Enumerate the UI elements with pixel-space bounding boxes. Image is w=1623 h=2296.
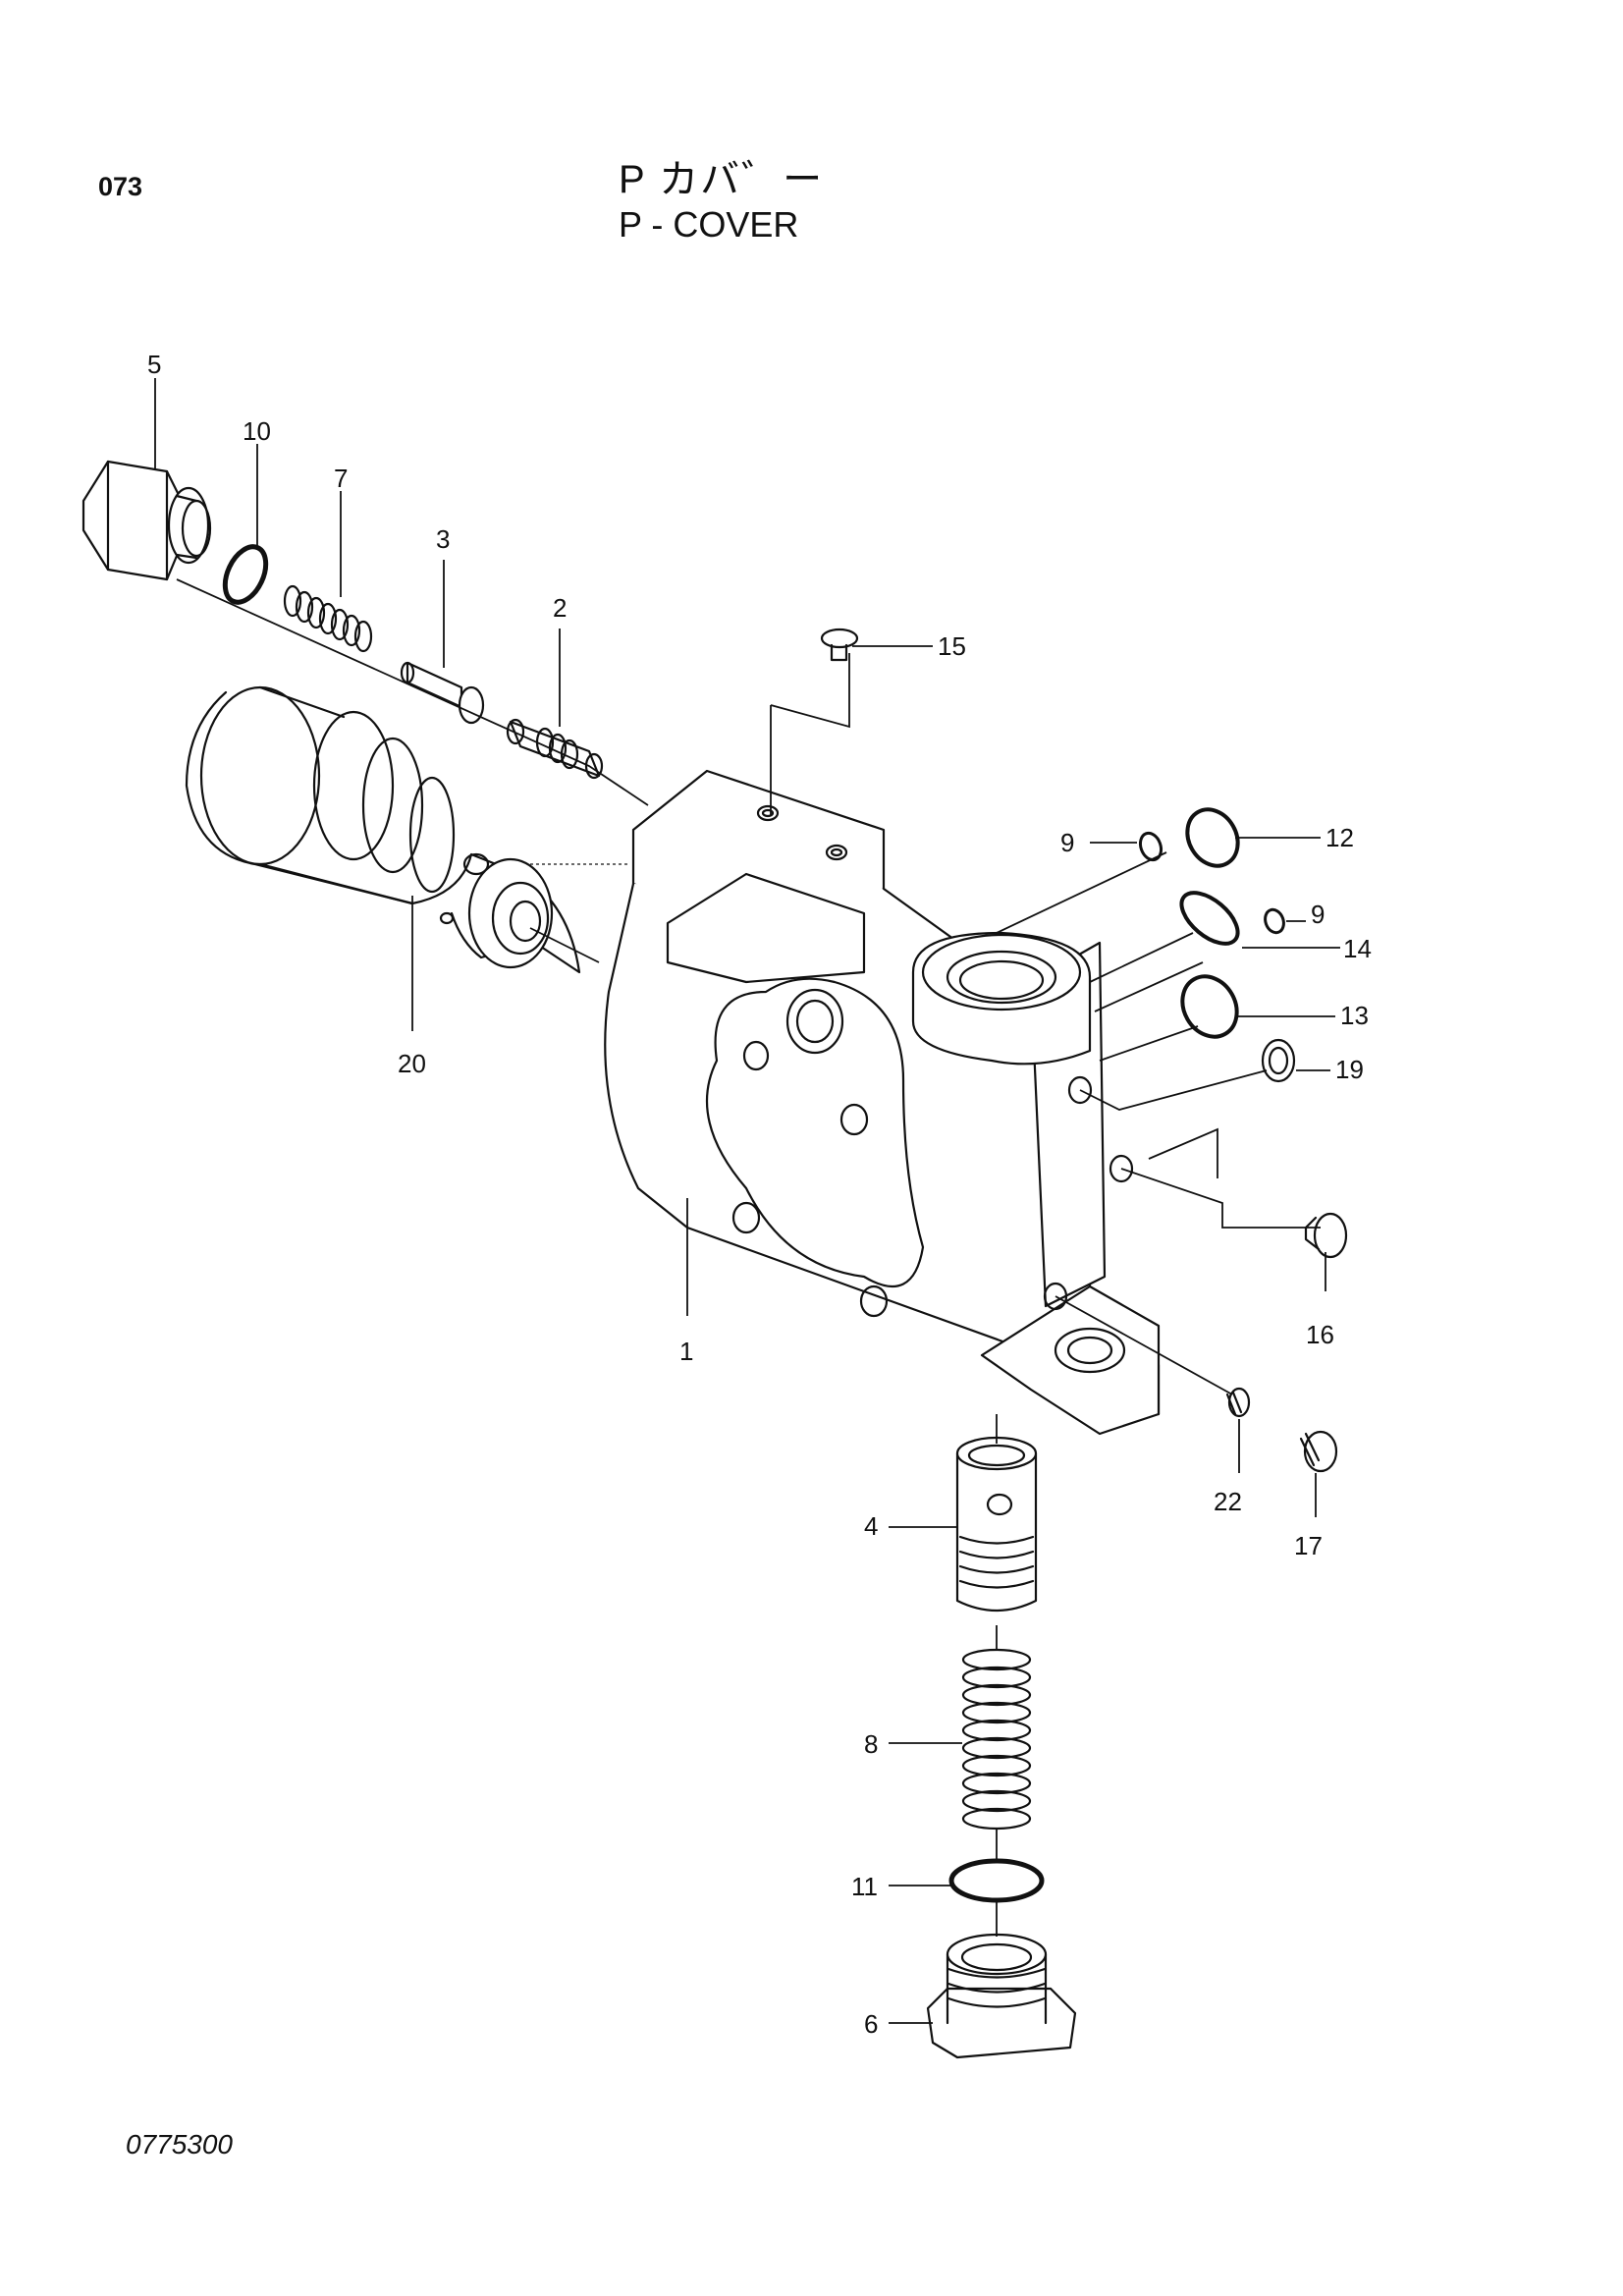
callout-11: 11 xyxy=(851,1872,878,1901)
spring-part-8 xyxy=(961,1648,1032,1831)
callout-8: 8 xyxy=(864,1729,878,1759)
plug-part-5 xyxy=(81,460,212,581)
drawing-number: 0775300 xyxy=(126,2129,234,2159)
leader-lines xyxy=(154,378,1340,2024)
callout-14: 14 xyxy=(1343,934,1372,963)
callout-9-lower: 9 xyxy=(1311,900,1325,929)
callout-13: 13 xyxy=(1340,1001,1369,1030)
poppet-part-2 xyxy=(506,718,604,780)
plug-part-6 xyxy=(926,1933,1077,2059)
callout-5: 5 xyxy=(147,350,161,379)
o-ring-part-14 xyxy=(1179,891,1240,946)
callout-10: 10 xyxy=(243,416,271,446)
callout-9-upper: 9 xyxy=(1060,828,1074,857)
spring-part-7 xyxy=(283,584,373,653)
sleeve-part-4 xyxy=(955,1436,1038,1613)
plug-part-22 xyxy=(1225,1387,1251,1418)
plug-part-17 xyxy=(1299,1430,1338,1473)
o-ring-part-12 xyxy=(1185,807,1240,868)
callout-20: 20 xyxy=(398,1049,426,1078)
bolt-part-15 xyxy=(820,628,859,662)
callout-2: 2 xyxy=(553,593,567,623)
plug-part-16 xyxy=(1304,1212,1348,1259)
o-ring-part-11 xyxy=(948,1858,1045,1903)
valve-body-part-1 xyxy=(604,769,1161,1436)
callout-15: 15 xyxy=(938,631,966,661)
callout-7: 7 xyxy=(334,464,348,493)
callout-1: 1 xyxy=(679,1337,693,1366)
callout-16: 16 xyxy=(1306,1320,1334,1349)
callout-6: 6 xyxy=(864,2009,878,2039)
pin-part-3 xyxy=(400,661,485,725)
o-ring-part-9-lower xyxy=(1264,907,1285,935)
callout-4: 4 xyxy=(864,1511,878,1541)
title-japanese: P カバ゛ー xyxy=(619,158,825,201)
callout-3: 3 xyxy=(436,524,450,554)
o-ring-part-9-upper xyxy=(1138,831,1163,862)
o-ring-part-13 xyxy=(1180,974,1239,1039)
callout-17: 17 xyxy=(1294,1531,1323,1560)
title-english: P - COVER xyxy=(619,204,799,245)
spool-part-20 xyxy=(185,685,581,974)
callout-12: 12 xyxy=(1325,823,1354,852)
callout-22: 22 xyxy=(1214,1487,1242,1516)
page-number: 073 xyxy=(98,172,143,201)
callout-19: 19 xyxy=(1335,1055,1364,1084)
ring-part-19 xyxy=(1261,1038,1296,1083)
o-ring-part-10 xyxy=(222,544,269,605)
